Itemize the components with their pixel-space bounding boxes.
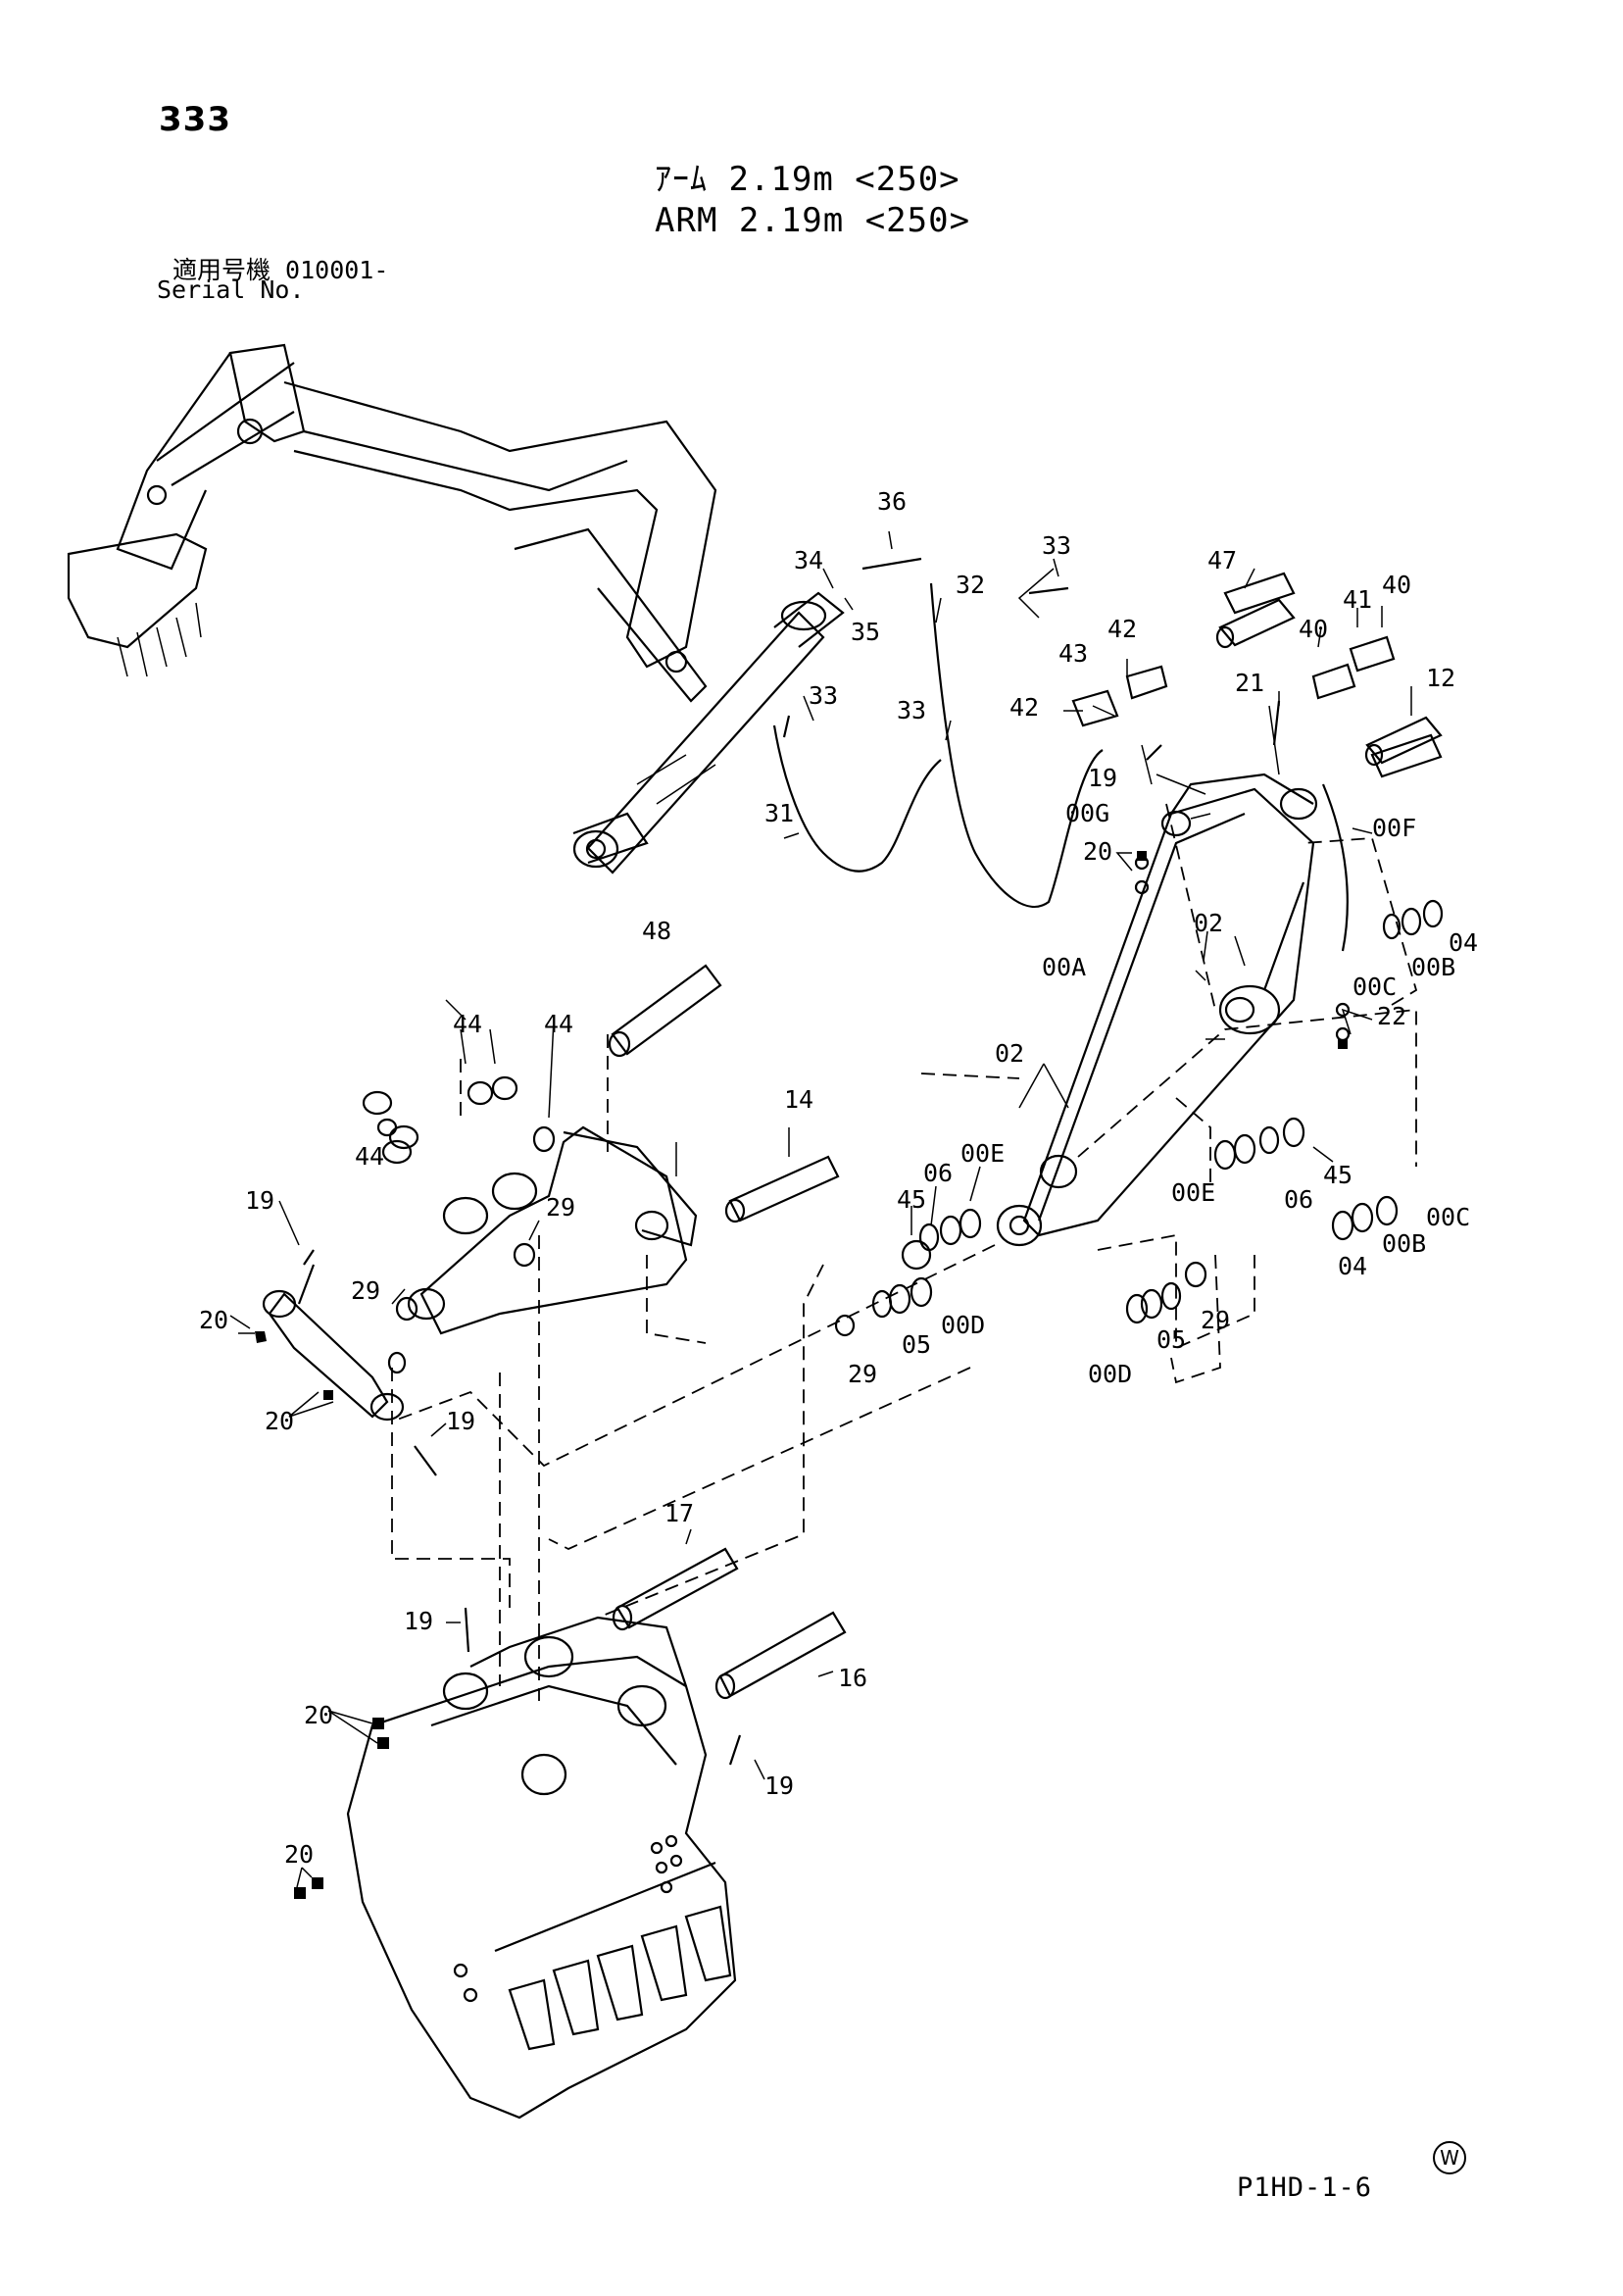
arm-cylinder-drawing [572,591,845,874]
callout-41: 41 [1343,585,1372,614]
callout-33: 33 [897,696,926,724]
callout-42: 42 [1107,615,1137,643]
callout-00D: 00D [1088,1360,1132,1388]
leader-lines [229,530,1412,1888]
callout-20: 20 [304,1701,333,1729]
callout-40: 40 [1299,615,1328,643]
callout-47: 47 [1207,546,1237,574]
callout-32: 32 [956,571,985,599]
callout-21: 21 [1235,669,1264,697]
callout-43: 43 [1058,639,1088,668]
callout-06: 06 [923,1159,953,1187]
callout-04: 04 [1449,928,1478,957]
callout-44: 44 [453,1010,482,1038]
callout-00E: 00E [1171,1178,1215,1207]
callout-14: 14 [784,1085,813,1114]
callout-44: 44 [355,1142,384,1171]
callout-19: 19 [1088,764,1117,792]
callout-labels: 36 34 33 47 32 35 40 41 40 42 43 33 33 2… [199,487,1478,1869]
callout-22: 22 [1377,1002,1406,1030]
callout-19: 19 [764,1772,794,1800]
callout-29: 29 [1201,1306,1230,1334]
callout-20: 20 [1083,837,1112,866]
pins-drawing [608,572,1443,1700]
callout-00B: 00B [1411,953,1455,981]
bolts-nuts-drawing [255,700,1348,1899]
page-number: 333 [159,100,231,139]
callout-02: 02 [995,1039,1024,1068]
callout-00C: 00C [1352,973,1397,1001]
callout-20: 20 [284,1840,314,1869]
callout-40: 40 [1382,571,1411,599]
callout-29: 29 [546,1193,575,1222]
callout-19: 19 [446,1407,475,1435]
callout-17: 17 [664,1499,694,1527]
callout-04: 04 [1338,1252,1367,1280]
watermark-w-mark: W [1433,2141,1466,2174]
assembly-dash-lines [391,803,1418,1701]
callout-16: 16 [838,1664,867,1692]
callout-45: 45 [897,1185,926,1214]
callout-02: 02 [1194,909,1223,937]
callout-00C: 00C [1426,1203,1470,1231]
callout-00G: 00G [1065,799,1109,827]
callout-31: 31 [764,799,794,827]
bucket-drawing [346,1616,737,2120]
callout-12: 12 [1426,664,1455,692]
title-japanese: ｱｰﾑ 2.19m <250> [655,160,960,199]
callout-29: 29 [848,1360,877,1388]
callout-00B: 00B [1382,1229,1426,1258]
callout-20: 20 [199,1306,228,1334]
document-code: P1HD-1-6 [1237,2172,1373,2203]
callout-20: 20 [265,1407,294,1435]
callout-05: 05 [902,1330,931,1359]
callout-42: 42 [1009,693,1039,722]
arm-body-drawing [996,773,1349,1247]
callout-45: 45 [1323,1161,1352,1189]
callout-05: 05 [1156,1325,1186,1354]
title-english: ARM 2.19m <250> [655,201,971,240]
serial-label-japanese: 適用号機 010001- [172,256,389,284]
serial-label-english: Serial No. [157,275,305,304]
links-drawing [262,1075,698,1422]
callout-19: 19 [245,1186,274,1215]
callout-00F: 00F [1372,814,1416,842]
callout-36: 36 [877,487,907,516]
small-parts-upper-right [1071,598,1444,1042]
callout-44: 44 [544,1010,573,1038]
callout-48: 48 [642,917,671,945]
hoses-drawing [772,557,1104,908]
callout-34: 34 [794,546,823,574]
callout-35: 35 [851,618,880,646]
callout-00A: 00A [1042,953,1086,981]
ring-sets [834,1117,1399,1337]
callout-19: 19 [404,1607,433,1635]
overview-excavator-drawing [67,343,717,703]
callout-00E: 00E [960,1139,1005,1168]
callout-06: 06 [1284,1185,1313,1214]
callout-33: 33 [1042,531,1071,560]
callout-29: 29 [351,1276,380,1305]
callout-33: 33 [809,681,838,710]
callout-00D: 00D [941,1311,985,1339]
